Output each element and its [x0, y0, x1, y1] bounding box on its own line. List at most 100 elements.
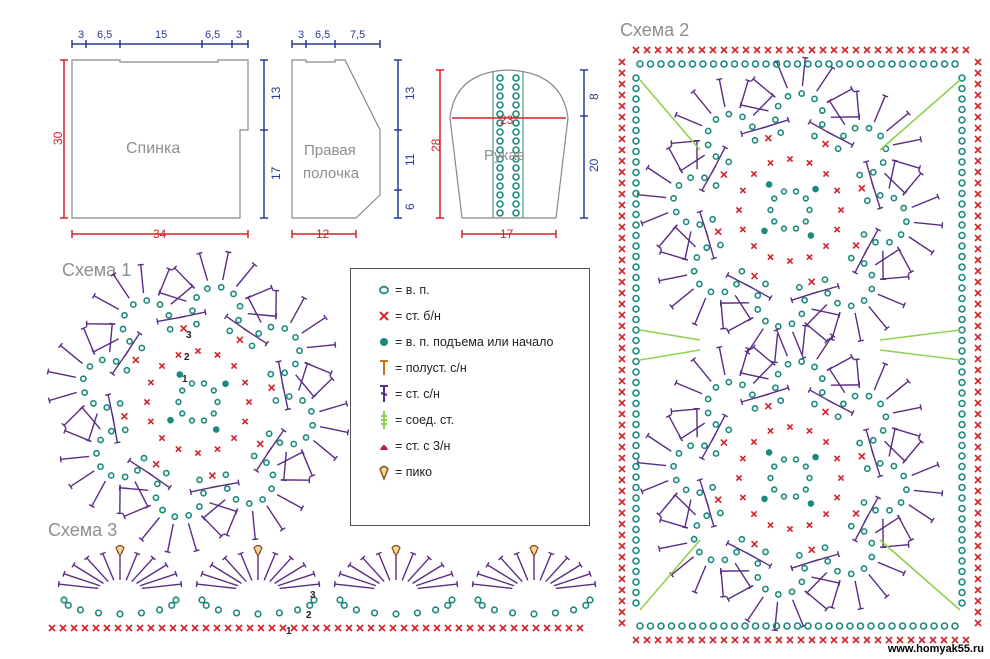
- dc-top: [930, 249, 935, 256]
- dc-stitch: [692, 91, 712, 115]
- dc-stitch: [684, 499, 692, 528]
- chain-stitch: [958, 462, 966, 471]
- chain-stitch: [64, 601, 72, 609]
- chain-stitch: [792, 225, 800, 232]
- chain-stitch: [958, 546, 966, 555]
- sc-stitch: [147, 624, 155, 632]
- dc-top: [578, 561, 583, 568]
- sc-stitch: [918, 46, 926, 54]
- sc-stitch: [245, 398, 253, 406]
- chain-stitch: [865, 392, 873, 400]
- dc-stitch: [811, 308, 840, 316]
- sc-stitch: [191, 624, 199, 632]
- dc-top: [696, 210, 703, 214]
- dc-top: [476, 570, 480, 577]
- chain-stitch: [632, 147, 640, 156]
- chain-stitch: [798, 358, 806, 365]
- chain-stitch: [886, 238, 893, 246]
- chain-stitch: [958, 536, 966, 544]
- sc-stitch: [618, 124, 626, 132]
- sc-stitch: [974, 135, 982, 143]
- dc-stitch: [816, 67, 834, 92]
- sc-stitch: [618, 553, 626, 561]
- chain-stitch: [863, 197, 871, 205]
- chain-stitch: [712, 421, 720, 428]
- chain-stitch: [890, 194, 898, 202]
- chain-stitch: [188, 380, 196, 387]
- chain-stitch: [632, 284, 640, 292]
- chain-stitch: [771, 463, 778, 470]
- dc-top: [588, 570, 592, 577]
- chain-stitch: [888, 60, 896, 68]
- sc-stitch: [974, 531, 982, 539]
- chain-stitch: [696, 548, 703, 556]
- dc-top: [311, 394, 317, 400]
- chain-stitch: [496, 74, 504, 82]
- sleeve-width: 17: [500, 227, 514, 241]
- chain-stitch: [846, 60, 854, 68]
- sc-stitch: [510, 624, 518, 632]
- chain-stitch: [877, 60, 886, 68]
- sc-stitch: [618, 256, 626, 264]
- dc-top: [338, 570, 342, 577]
- chain-stitch: [632, 200, 640, 208]
- dc-stitch: [637, 462, 667, 467]
- chain-stitch: [958, 588, 966, 597]
- s1-row-2: 2: [184, 352, 190, 363]
- dc-top: [375, 551, 382, 556]
- dc-top: [59, 456, 62, 463]
- sc-stitch: [907, 46, 915, 54]
- chain-stitch: [496, 92, 504, 100]
- chain-stitch: [675, 450, 683, 457]
- start-dot: [761, 227, 768, 235]
- dc-stitch: [111, 414, 119, 443]
- chain-stitch: [667, 60, 676, 68]
- sc-stitch: [974, 256, 982, 264]
- sc-stitch: [132, 356, 140, 364]
- chain-stitch: [818, 121, 826, 128]
- dc-top: [300, 449, 305, 456]
- dc-top: [200, 570, 204, 577]
- sc-stitch: [632, 636, 640, 644]
- dc-stitch: [334, 583, 375, 590]
- dc-stitch: [283, 451, 288, 481]
- dc-stitch: [892, 406, 921, 414]
- chain-stitch: [222, 471, 230, 479]
- sc-stitch: [618, 69, 626, 77]
- sc-stitch: [974, 80, 982, 88]
- dc-stitch: [378, 553, 391, 581]
- dc-stitch: [637, 194, 667, 199]
- sc-stitch: [775, 636, 783, 644]
- chain-stitch: [951, 622, 959, 630]
- sc-stitch: [974, 421, 982, 429]
- dc-top: [802, 324, 809, 327]
- chain-stitch: [774, 591, 782, 598]
- dc-stitch: [112, 274, 130, 299]
- chain-stitch: [586, 596, 594, 604]
- chain-stitch: [232, 609, 241, 617]
- chain-stitch: [798, 310, 806, 318]
- dc-top: [657, 545, 661, 552]
- chain-stitch: [269, 471, 277, 479]
- chain-stitch: [670, 462, 677, 470]
- chain-stitch: [138, 344, 146, 352]
- chain-stitch: [872, 506, 879, 514]
- dc-top: [144, 504, 151, 509]
- dc-top: [902, 458, 908, 464]
- dc-stitch: [806, 304, 828, 326]
- dc-stitch: [746, 596, 764, 621]
- dc-stitch: [247, 312, 277, 317]
- chain-stitch: [704, 127, 712, 135]
- sc-stitch: [822, 438, 830, 446]
- chain-stitch: [748, 123, 756, 131]
- dc-top: [360, 555, 366, 561]
- dc-top: [99, 551, 106, 556]
- chain-stitch: [162, 469, 170, 477]
- dc-top: [768, 295, 773, 302]
- chain-stitch: [958, 578, 966, 586]
- dc-top: [164, 550, 171, 554]
- chain-stitch: [203, 285, 211, 293]
- dc-top: [284, 408, 292, 411]
- dc-stitch: [141, 583, 182, 590]
- sc-stitch: [753, 46, 761, 54]
